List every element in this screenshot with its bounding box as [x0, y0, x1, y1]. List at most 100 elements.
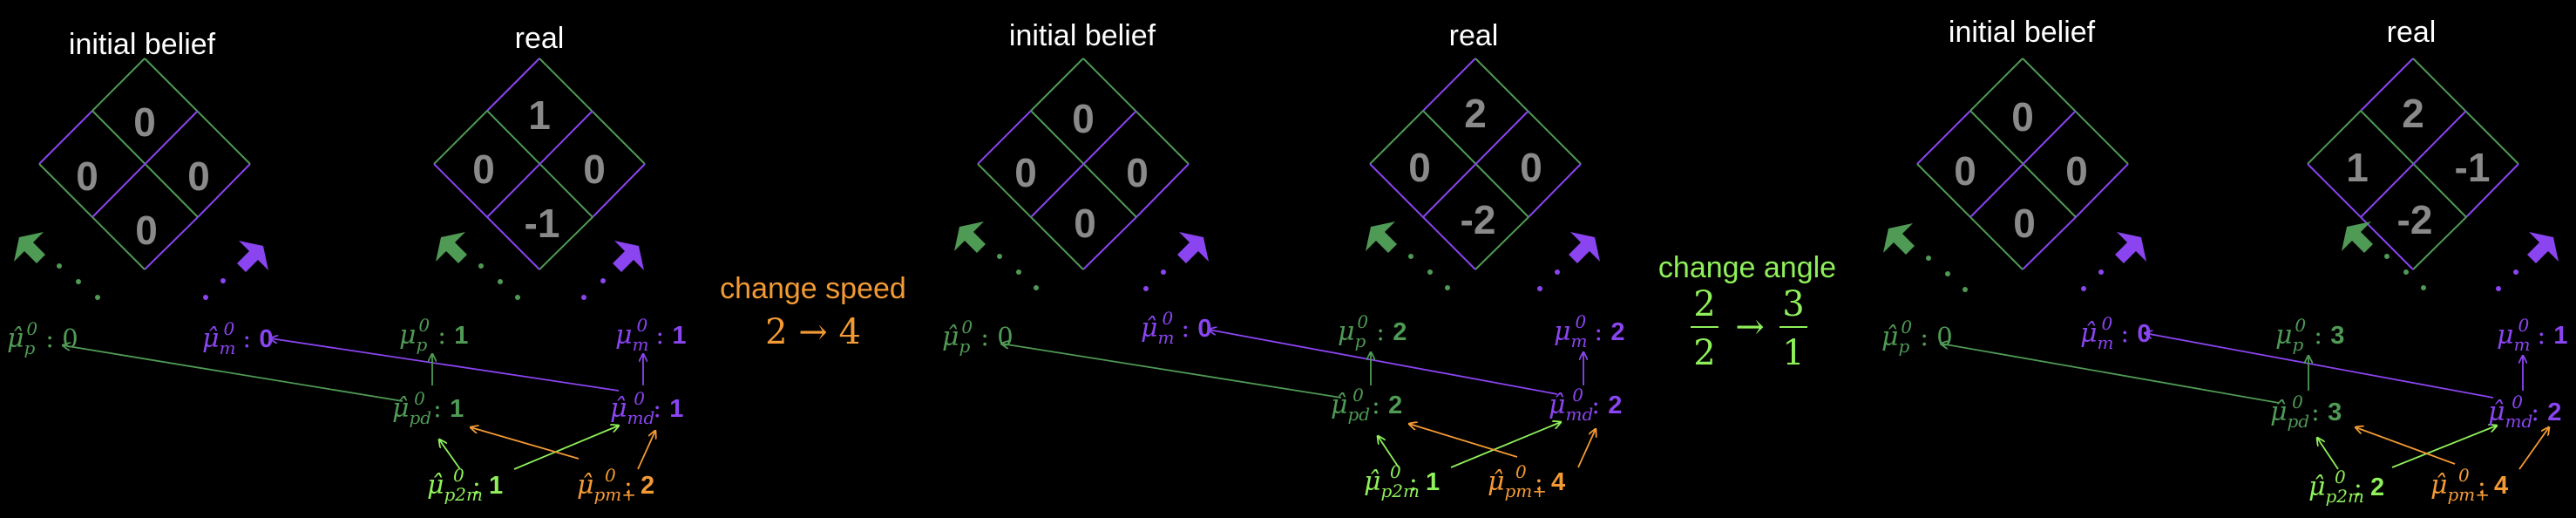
initial-belief-title: initial belief: [1009, 19, 1156, 52]
mu-p2m-hat-label: μ̂p2m0 : 2: [2308, 467, 2384, 507]
mu-pd-hat-label: μ̂pd0 : 2: [1331, 385, 1402, 425]
mu-m-value: 1: [672, 322, 686, 350]
mu-p-value: 3: [2330, 322, 2344, 350]
mu-m-hat-value: 0: [1197, 315, 1211, 343]
cell-bottom: -2: [2397, 197, 2433, 242]
cell-left: 1: [2346, 145, 2369, 190]
speed-from: 2: [765, 312, 787, 352]
mu-p2m-hat-label: μ̂p2m0 : 1: [427, 465, 503, 505]
cell-top: 2: [2402, 91, 2424, 136]
cell-top: 0: [1072, 96, 1095, 141]
mu-m-value: 2: [1610, 318, 1624, 346]
mu-m-hat-label: μ̂m0 : 0: [202, 318, 274, 358]
mu-m-hat-value: 0: [259, 325, 273, 353]
angle-arrow: →: [1735, 307, 1765, 347]
initial-belief-title: initial belief: [69, 28, 216, 61]
mu-p-hat-value: 0: [997, 322, 1013, 351]
mu-p-label: μp0 : 2: [1338, 311, 1407, 351]
initial-belief-diamond: 0 0 0 0: [38, 58, 251, 270]
mu-pm-plus-hat-label: μ̂pm+0 : 4: [1488, 461, 1565, 501]
mu-pd-value: 2: [1388, 392, 1402, 419]
mu-p2m-value: 1: [1426, 468, 1440, 496]
minus-direction-arrow-icon: [2527, 232, 2559, 263]
mu-m-value: 1: [2553, 322, 2567, 350]
plus-direction-arrow-icon: [14, 232, 45, 263]
plus-direction-arrow-icon: [1366, 222, 1397, 253]
cell-left: 0: [1954, 148, 1976, 194]
initial-belief-diamond: 0 0 0 0: [1916, 58, 2129, 270]
cell-top: 0: [2011, 94, 2034, 140]
change-speed-label: change speed: [720, 272, 906, 305]
mu-md-value: 2: [2547, 399, 2561, 426]
change-speed-values: 2 → 4: [765, 312, 861, 352]
mu-p2m-value: 1: [489, 472, 503, 500]
minus-direction-arrow-icon: [1177, 232, 1209, 263]
mu-p-hat-label: μ̂p0 : 0: [7, 318, 78, 358]
mu-m-label: μm0 : 1: [615, 315, 687, 355]
mu-p-value: 1: [454, 322, 468, 350]
initial-belief-title: initial belief: [1949, 16, 2096, 49]
mu-md-hat-label: μ̂md0 : 1: [610, 388, 683, 428]
mu-pm-plus-value: 2: [641, 472, 654, 500]
cell-right: 0: [583, 147, 606, 192]
mu-m-label: μm0 : 1: [2497, 315, 2568, 355]
mu-p-label: μp0 : 3: [2275, 315, 2344, 355]
cell-left: 0: [472, 147, 495, 192]
cell-right: 0: [2065, 148, 2088, 194]
cell-left: 0: [1014, 150, 1037, 195]
minus-direction-arrow-icon: [2115, 232, 2146, 263]
separator-change-angle: change angle 2 2 → 3 1: [1658, 251, 1836, 373]
mu-pd-value: 3: [2328, 399, 2342, 426]
plus-direction-arrow-icon: [1883, 223, 1915, 255]
initial-belief-diamond: 0 0 0 0: [977, 58, 1190, 270]
cell-left: 0: [76, 153, 98, 199]
cell-right: 0: [187, 153, 210, 199]
cell-bottom: 0: [1074, 201, 1096, 246]
plus-direction-arrow-icon: [954, 222, 986, 253]
speed-to: 4: [838, 312, 860, 352]
cell-top: 1: [528, 92, 551, 138]
cell-bottom: -2: [1461, 197, 1496, 242]
mu-p-value: 2: [1393, 318, 1407, 346]
speed-arrow: →: [798, 312, 828, 352]
mu-p2m-value: 2: [2370, 474, 2384, 501]
mu-m-hat-label: μ̂m0 : 0: [1141, 308, 1212, 348]
angle-to-denominator: 1: [1782, 333, 1804, 373]
cell-right: 0: [1520, 145, 1542, 190]
cell-top: 2: [1464, 91, 1487, 136]
minus-direction-arrow-icon: [237, 241, 268, 272]
mu-md-value: 1: [669, 395, 683, 423]
mu-pd-hat-label: μ̂pd0 : 3: [2270, 392, 2342, 432]
mu-md-value: 2: [1608, 392, 1622, 419]
mu-p-hat-label: μ̂p0 : 0: [1881, 317, 1953, 357]
cell-bottom: 0: [2013, 201, 2036, 246]
real-title: real: [1449, 19, 1499, 52]
mu-p-label: μp0 : 1: [399, 315, 468, 355]
separator-change-speed: change speed 2 → 4: [720, 272, 906, 352]
real-title: real: [515, 22, 565, 55]
minus-direction-arrow-icon: [1569, 232, 1600, 263]
angle-to-numerator: 3: [1782, 284, 1804, 324]
minus-direction-arrow-icon: [613, 241, 644, 272]
mu-pd-value: 1: [450, 395, 464, 423]
cell-bottom: 0: [135, 208, 158, 253]
mu-pm-plus-hat-label: μ̂pm+0 : 2: [577, 465, 654, 505]
mu-pm-plus-value: 4: [1551, 468, 1565, 496]
mu-m-hat-label: μ̂m0 : 0: [2080, 313, 2152, 353]
mu-p-hat-label: μ̂p0 : 0: [942, 317, 1013, 357]
panel-1: initial belief real 0 0 0 0: [7, 22, 687, 505]
angle-from-numerator: 2: [1693, 284, 1715, 324]
real-title: real: [2387, 16, 2437, 49]
mu-md-hat-label: μ̂md0 : 2: [2488, 392, 2561, 432]
mu-p-hat-value: 0: [62, 324, 78, 353]
angle-from-denominator: 2: [1693, 333, 1715, 373]
real-diamond: 2 0 0 -2: [1369, 58, 1582, 270]
mu-md-hat-label: μ̂md0 : 2: [1549, 385, 1622, 425]
real-diamond: 1 0 0 -1: [433, 58, 646, 270]
real-diamond: 2 1 -1 -2: [2307, 58, 2519, 270]
cell-right: 0: [1126, 150, 1149, 195]
mu-pd-hat-label: μ̂pd0 : 1: [392, 388, 464, 428]
panel-2: initial belief real 0 0 0 0 2 0: [942, 19, 1625, 501]
mu-pm-plus-hat-label: μ̂pm+0 : 4: [2430, 465, 2508, 505]
